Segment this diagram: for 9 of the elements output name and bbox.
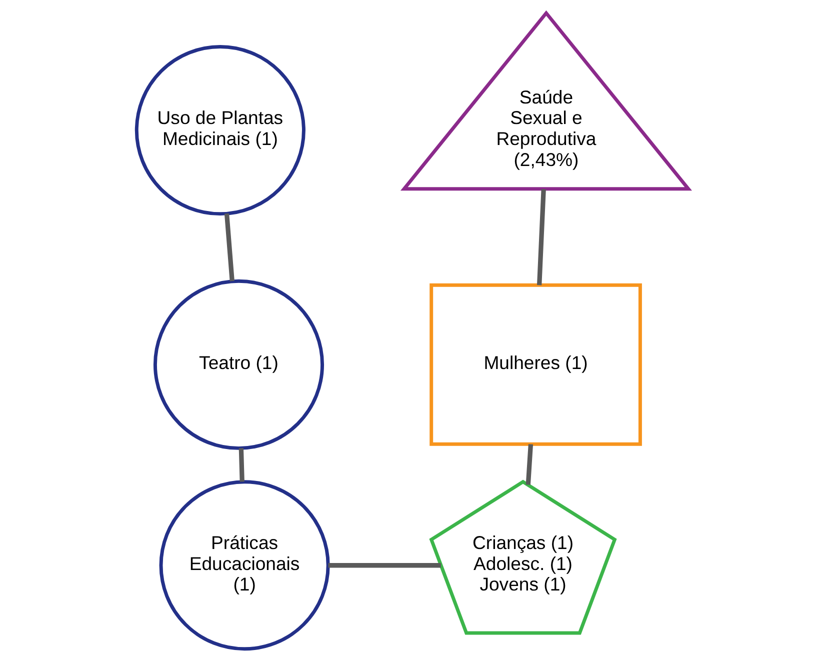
connector xyxy=(526,444,534,485)
connector xyxy=(537,189,546,286)
node-circle: Teatro (1) xyxy=(153,279,324,450)
connector xyxy=(224,213,234,282)
connector xyxy=(328,563,441,568)
connector xyxy=(238,448,244,482)
node-circle: Práticas Educacionais (1) xyxy=(159,480,330,651)
node-box: Mulheres (1) xyxy=(430,283,642,446)
node-circle: Uso de Plantas Medicinais (1) xyxy=(134,44,306,216)
